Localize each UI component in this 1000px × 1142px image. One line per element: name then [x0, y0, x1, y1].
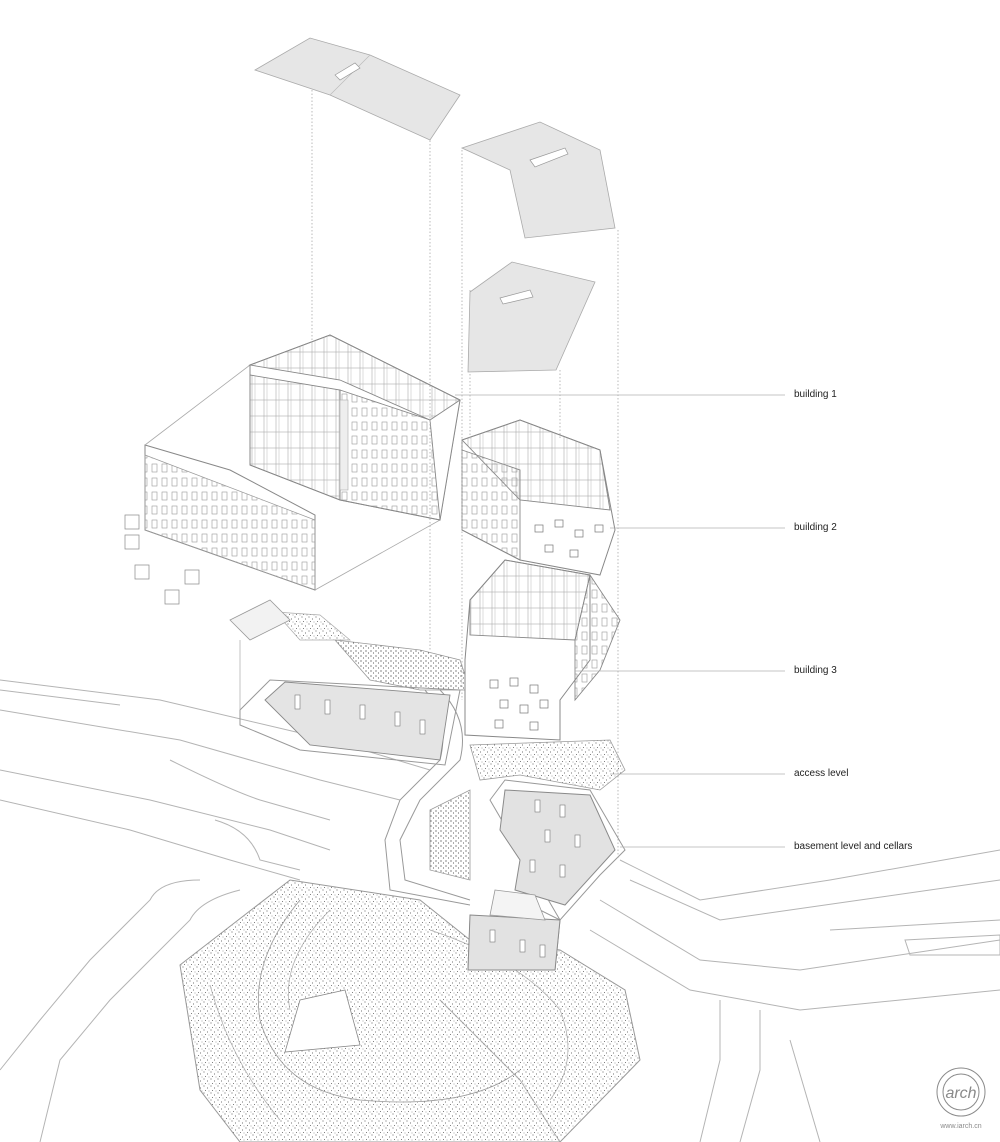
- label-building-2: building 2: [794, 522, 837, 533]
- building-1: [124, 334, 461, 605]
- label-building-3: building 3: [794, 665, 837, 676]
- access-level: [229, 599, 626, 791]
- building-2: [461, 419, 616, 576]
- watermark-logo-text: arch: [945, 1085, 976, 1102]
- label-basement-level: basement level and cellars: [794, 841, 913, 852]
- basement-level: [384, 689, 626, 971]
- watermark-site-text: www.iarch.cn: [939, 1123, 981, 1130]
- roof-building-3: [467, 261, 596, 373]
- label-leaders: [455, 394, 785, 848]
- label-building-1: building 1: [794, 389, 837, 400]
- roof-building-2: [460, 121, 616, 239]
- roof-building-1: [254, 37, 461, 141]
- building-3: [464, 559, 621, 741]
- label-access-level: access level: [794, 768, 849, 779]
- watermark-logo: arch www.iarch.cn: [936, 1067, 986, 1130]
- roof-planes: [254, 37, 616, 373]
- terrain-park: [179, 879, 641, 1142]
